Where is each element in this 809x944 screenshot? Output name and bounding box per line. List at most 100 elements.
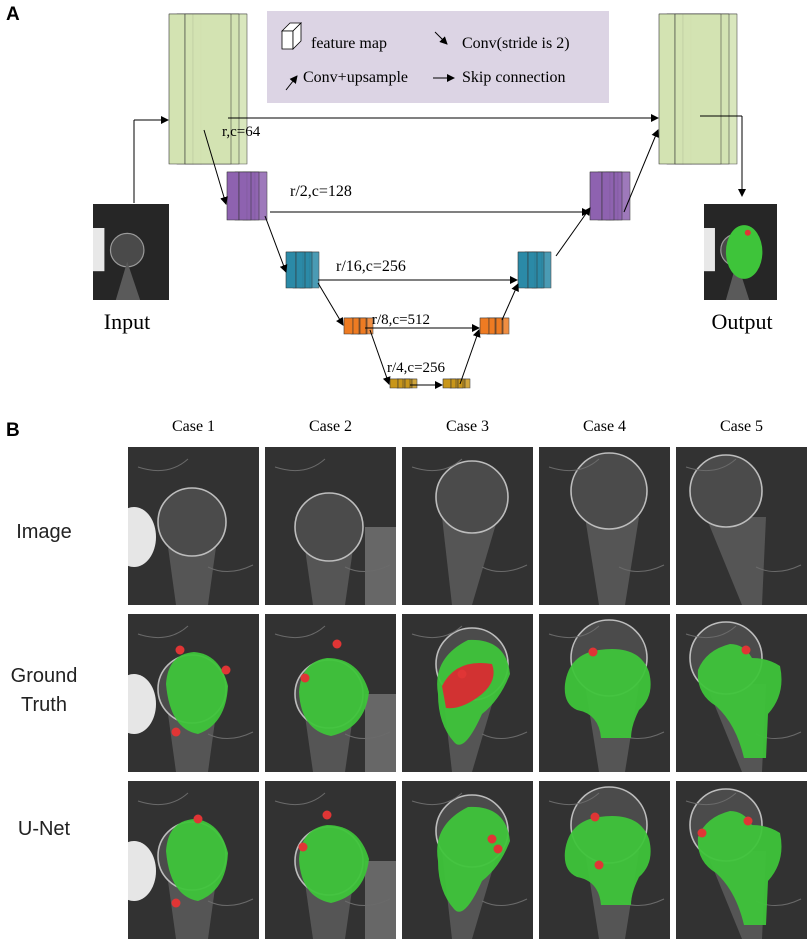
dec3-feature-map-side — [527, 251, 538, 289]
enc3-feature-map-face — [285, 251, 297, 289]
enc4-feature-map — [343, 317, 374, 335]
enc3-feature-map-side — [295, 251, 306, 289]
cell-unet-case-1 — [128, 781, 259, 939]
case-header-4: Case 4 — [582, 418, 627, 435]
lesion-spot — [588, 647, 598, 657]
output-image-segment — [725, 225, 763, 279]
case-header-2: Case 2 — [308, 418, 353, 435]
output-image-lesion — [744, 229, 751, 236]
legend-box — [267, 11, 609, 103]
dec5-feature-map-side — [450, 378, 457, 389]
enc2-feature-map — [226, 171, 268, 221]
segmentation-mask — [564, 648, 651, 738]
dec2-to-dec1-arrow — [623, 129, 660, 213]
vessel-line — [274, 458, 326, 472]
legend-cube-icon-face — [281, 30, 294, 50]
lesion-spot — [171, 898, 181, 908]
output-image — [704, 204, 777, 300]
vessel-line — [685, 792, 737, 806]
mri-scan-unet-case-1 — [128, 781, 259, 939]
dec1-feature-map — [658, 13, 738, 165]
mri-scan-image-case-2 — [265, 447, 396, 605]
enc3-to-enc4-arrow — [317, 282, 344, 326]
input-image — [93, 204, 169, 300]
femur-shaft — [168, 547, 216, 605]
dec1-feature-map-side — [674, 13, 722, 165]
vessel-line — [548, 458, 600, 472]
dec5-to-dec4-arrow — [459, 329, 481, 385]
mri-scan-ground-truth-case-2 — [265, 614, 396, 772]
dec3-feature-map-face — [517, 251, 529, 289]
dec4-feature-map-side — [495, 317, 503, 335]
lesion-mask — [442, 662, 494, 709]
legend-conv-upsample-label: Conv+upsample — [303, 69, 408, 86]
vessel-line — [207, 731, 254, 739]
dec2-feature-map-face — [589, 171, 603, 221]
scan-bright-region — [365, 527, 396, 605]
scan-bright-region — [365, 861, 396, 939]
femoral-head — [689, 454, 763, 528]
mri-scan-ground-truth-case-4 — [539, 614, 670, 772]
input-label: Input — [104, 309, 150, 334]
dec1-feature-map-face — [658, 13, 676, 165]
segmentation-mask — [166, 819, 228, 901]
output-label: Output — [711, 309, 772, 334]
segmentation-mask — [697, 811, 782, 925]
vessel-line — [411, 792, 463, 806]
scan-bright-region — [128, 841, 156, 901]
vessel-line — [548, 625, 600, 639]
level5-label: r/4,c=256 — [387, 360, 446, 376]
dec4-feature-map — [479, 317, 510, 335]
level3-label: r/16,c=256 — [336, 258, 406, 275]
vessel-line — [618, 564, 665, 572]
femoral-head — [570, 452, 648, 530]
mri-scan-image-case-3 — [402, 447, 533, 605]
legend-conv-stride-label: Conv(stride is 2) — [462, 35, 570, 52]
output-image-shaft — [725, 261, 750, 300]
mri-scan-image-case-5 — [676, 447, 807, 605]
dec3-to-dec2-arrow — [555, 207, 591, 257]
enc5-feature-map-side — [404, 378, 411, 389]
row-label-unet: U-Net — [17, 818, 71, 840]
femur-shaft — [706, 517, 766, 605]
cell-ground-truth-case-5 — [676, 614, 807, 772]
dec4-to-dec3-arrow — [501, 283, 519, 321]
row-label-image: Image — [16, 521, 72, 543]
vessel-line — [137, 625, 189, 639]
enc2-to-enc3-arrow — [264, 215, 288, 273]
vessel-line — [755, 564, 802, 572]
lesion-spot — [697, 828, 707, 838]
vessel-line — [344, 731, 391, 739]
lesion-spot — [175, 645, 185, 655]
dec5-feature-map-side — [464, 378, 471, 389]
enc1-feature-map-face — [168, 13, 186, 165]
input-image-shaft — [115, 261, 141, 300]
cell-image-case-2 — [265, 447, 396, 605]
vessel-line — [685, 625, 737, 639]
enc5-feature-map — [389, 378, 418, 389]
vessel-line — [685, 458, 737, 472]
vessel-line — [137, 458, 189, 472]
panel-a-letter: A — [6, 4, 20, 25]
panel-b-letter: B — [6, 420, 20, 441]
legend-feature-map-label: feature map — [311, 35, 387, 52]
segmentation-mask — [564, 815, 651, 905]
unet-architecture-diagram: feature map Conv(stride is 2) Conv+upsampl… — [93, 11, 777, 389]
legend-conv-upsample-arrow — [285, 75, 298, 91]
case-header-1: Case 1 — [171, 418, 216, 435]
lesion-spot — [594, 860, 604, 870]
lesion-spot — [457, 669, 467, 679]
vessel-line — [274, 625, 326, 639]
lesion-spot — [590, 812, 600, 822]
case-header-5: Case 5 — [719, 418, 764, 435]
vessel-line — [481, 731, 528, 739]
mri-scan-unet-case-4 — [539, 781, 670, 939]
dec2-feature-map-side — [601, 171, 615, 221]
femoral-head — [294, 492, 364, 562]
dec4-feature-map-side — [502, 317, 510, 335]
vessel-line — [207, 564, 254, 572]
enc4-to-enc5-arrow — [369, 329, 391, 385]
mri-scan-image-case-1 — [128, 447, 259, 605]
mri-scan-ground-truth-case-3 — [402, 614, 533, 772]
mri-scan-unet-case-5 — [676, 781, 807, 939]
